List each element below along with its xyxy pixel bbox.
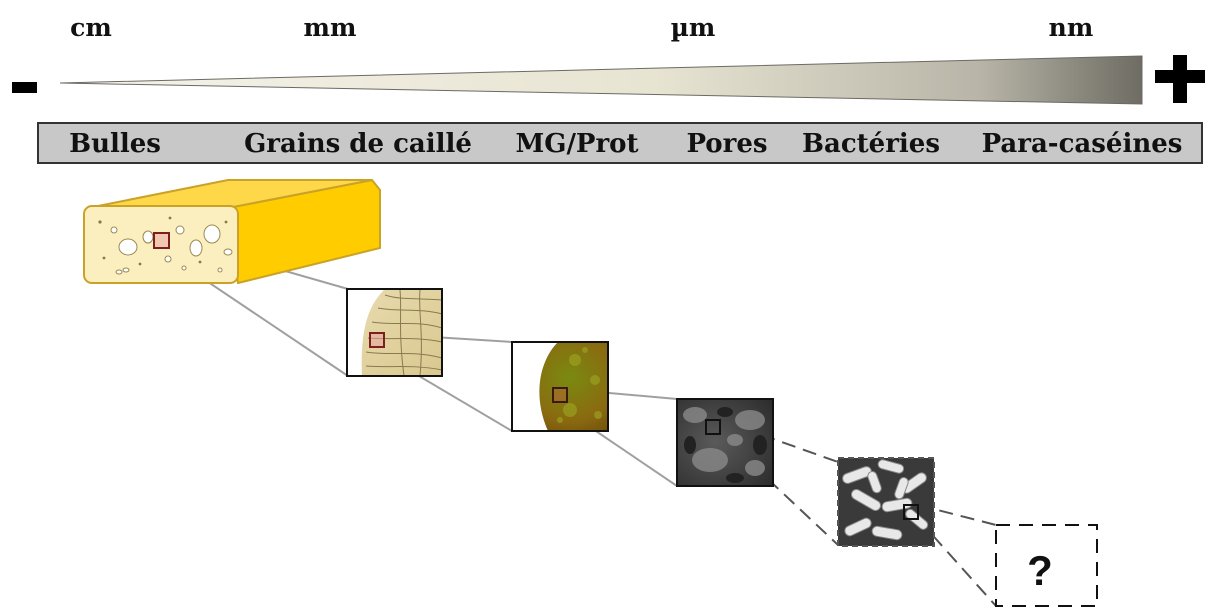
- pores-panel: [676, 398, 774, 487]
- curd-grains-panel: [346, 288, 443, 377]
- category-bacteries: Bactéries: [802, 129, 940, 159]
- unit-label-nm: nm: [1049, 13, 1094, 42]
- zoom-highlight-box: [369, 332, 385, 348]
- minus-sign: [12, 82, 37, 93]
- zoom-highlight-box: [903, 504, 919, 520]
- bacteria-panel: [837, 457, 935, 547]
- category-mg-prot: MG/Prot: [515, 129, 638, 159]
- fat-protein-panel: [511, 341, 609, 432]
- category-bar: [37, 122, 1203, 164]
- unit-label-cm: cm: [70, 13, 112, 42]
- cheese-block-illustration: [83, 178, 381, 285]
- zoom-highlight-box: [705, 419, 721, 435]
- unit-label-um: µm: [671, 13, 716, 42]
- category-grains-de-caille: Grains de caillé: [244, 129, 472, 159]
- scale-wedge: [59, 55, 1143, 105]
- category-pores: Pores: [686, 129, 767, 159]
- category-bulles: Bulles: [69, 129, 161, 159]
- zoom-highlight-box: [552, 387, 568, 403]
- unit-label-mm: mm: [304, 13, 357, 42]
- zoom-highlight-box: [153, 232, 170, 249]
- question-mark: ?: [1027, 547, 1053, 594]
- category-para-caseines: Para-caséines: [982, 129, 1183, 159]
- unknown-scale-panel: ?: [995, 524, 1098, 607]
- plus-sign: [1155, 55, 1205, 103]
